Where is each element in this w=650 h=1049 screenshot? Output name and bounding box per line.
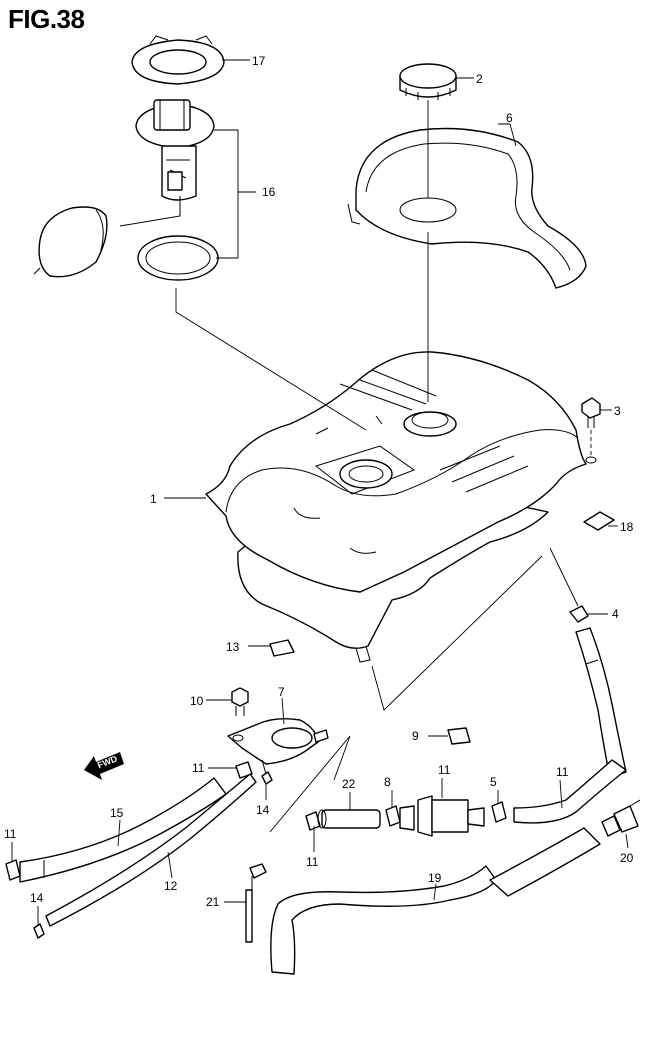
- callout-11-d: 5: [490, 775, 497, 789]
- part-9-pad: [447, 727, 471, 745]
- callout-17: 17: [252, 54, 266, 68]
- callout-4: 4: [612, 607, 619, 621]
- part-16-fuel-pump: [33, 99, 219, 281]
- callout-21: 21: [206, 895, 220, 909]
- callout-15: 15: [110, 806, 124, 820]
- part-19-hose: [270, 827, 601, 975]
- callout-1: 1: [150, 492, 157, 506]
- callout-6: 6: [506, 111, 513, 125]
- part-6-tank-tray: [347, 127, 587, 289]
- part-14-clip-a: [261, 771, 273, 785]
- part-1-fuel-tank: [205, 351, 587, 663]
- part-5-hose: [513, 627, 627, 824]
- part-7-fuel-valve: [227, 717, 329, 775]
- callout-12: 12: [164, 879, 178, 893]
- part-14-clip-b: [33, 923, 45, 939]
- callout-11-c: 8: [384, 775, 391, 789]
- callout-5: 11: [556, 765, 569, 779]
- part-11-clamp-e: [5, 859, 21, 881]
- callout-3: 3: [614, 404, 621, 418]
- part-3-bolt: [581, 397, 601, 464]
- callout-labels: 17 2 6 16 3 1 18 4 13 10 7 9 11 14 22 11…: [4, 54, 634, 909]
- assembly-lines: [175, 100, 579, 833]
- callout-11-a: 11: [192, 761, 205, 775]
- part-10-bolt: [231, 687, 249, 716]
- callout-10: 10: [190, 694, 204, 708]
- callout-13: 13: [226, 640, 240, 654]
- part-11-clamp-a: [235, 761, 253, 779]
- callout-14-a: 14: [256, 803, 270, 817]
- part-18-pad: [583, 511, 615, 531]
- callout-8: 11: [438, 763, 451, 777]
- figure-title: FIG.38: [8, 4, 85, 34]
- part-21-cable-tie: [245, 863, 267, 943]
- callout-20: 20: [620, 851, 634, 865]
- callout-18: 18: [620, 520, 634, 534]
- part-2-fuel-cap: [399, 63, 457, 100]
- part-8-fuel-filter: [399, 795, 485, 837]
- part-13-pad: [269, 639, 295, 657]
- part-11-clamp-c: [385, 805, 401, 827]
- part-4-clamp: [569, 605, 589, 623]
- part-11-clamp-d: [491, 801, 507, 823]
- part-20-fitting: [601, 799, 641, 837]
- part-22-hose-piece: [317, 809, 381, 829]
- callout-11-b: 11: [306, 855, 319, 869]
- callout-leaders: [11, 59, 629, 926]
- callout-9: 9: [412, 729, 419, 743]
- callout-11-e: 11: [4, 827, 17, 841]
- callout-22: 22: [342, 777, 356, 791]
- callout-7: 7: [278, 685, 285, 699]
- callout-2: 2: [476, 72, 483, 86]
- part-17-retaining-ring: [131, 35, 225, 85]
- fwd-arrow: FWD: [84, 752, 124, 780]
- callout-14-b: 14: [30, 891, 44, 905]
- part-12-hose: [45, 773, 257, 927]
- callout-19: 19: [428, 871, 442, 885]
- callout-16: 16: [262, 185, 276, 199]
